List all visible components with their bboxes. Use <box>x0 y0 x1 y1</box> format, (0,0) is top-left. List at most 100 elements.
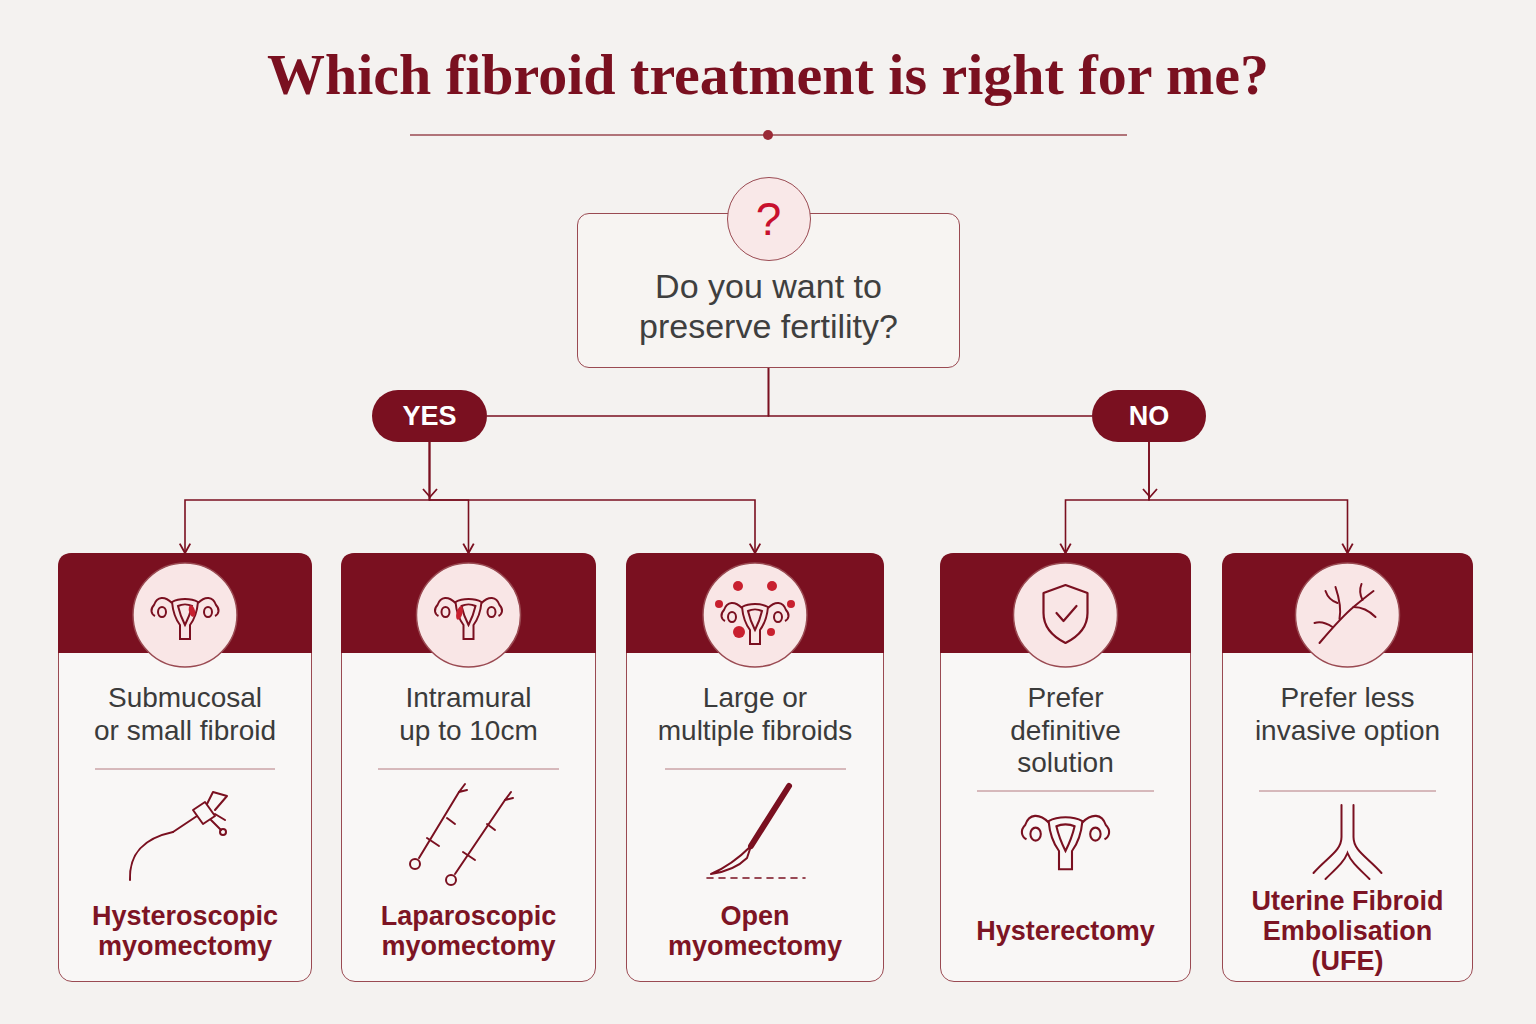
branch-label: NO <box>1092 390 1206 442</box>
incision-line <box>707 877 805 879</box>
fibroid-mark <box>455 605 464 620</box>
scope-port <box>220 829 226 835</box>
instrument-handle <box>446 875 456 885</box>
treatment-name: Laparoscopic myomectomy <box>359 901 579 961</box>
connector <box>430 442 469 553</box>
uterus-icon <box>715 581 795 644</box>
instrument-tip <box>459 784 467 792</box>
scope-tube <box>130 832 173 880</box>
vessel-branch <box>1315 622 1333 627</box>
treatment-name: Hysteroscopic myomectomy <box>75 901 295 961</box>
branch-arrowhead <box>423 489 437 497</box>
icon-circle <box>1296 563 1400 667</box>
treatment-card: Submucosal or small fibroidHysteroscopic… <box>58 553 312 982</box>
question-mark-badge: ? <box>727 177 811 261</box>
card-header-bands <box>58 553 1473 653</box>
connector-group <box>185 442 430 553</box>
connector-group <box>430 442 756 553</box>
artery-wall <box>1326 853 1370 879</box>
decision-box: ?Do you want to preserve fertility? <box>577 213 960 368</box>
fibroid-mark <box>733 626 745 638</box>
vessel-icon <box>1315 584 1376 643</box>
card-divider <box>95 769 275 770</box>
connector-group <box>1066 442 1150 553</box>
condition-text: Prefer less invasive option <box>1253 682 1443 747</box>
scope-ports <box>211 814 225 830</box>
fibroid-mark <box>715 600 723 608</box>
card-divider <box>378 769 559 770</box>
card-divider <box>977 791 1154 792</box>
instrument-shaft <box>455 800 505 874</box>
uterus-outline <box>435 598 502 639</box>
card-header-band <box>58 553 312 653</box>
decision-question: Do you want to preserve fertility? <box>624 266 914 346</box>
connector-group <box>487 368 769 416</box>
laparoscopic-instruments-illustration <box>410 784 513 885</box>
fibroid-mark <box>767 581 777 591</box>
treatment-name: Open myomectomy <box>645 901 865 961</box>
title-rule <box>410 134 1127 136</box>
title-rule-dot <box>763 130 773 140</box>
instrument-crossbar <box>427 818 455 846</box>
uterus-icon <box>151 598 218 639</box>
connector-group <box>430 442 469 553</box>
connector-group <box>1149 442 1348 553</box>
artery-illustration <box>1314 805 1382 879</box>
artery-wall <box>1314 805 1342 873</box>
card-dividers <box>95 769 1436 791</box>
icon-circle <box>133 563 237 667</box>
card-divider <box>1259 791 1436 792</box>
shield-outline <box>1044 585 1088 643</box>
uterus-outline <box>721 603 788 644</box>
icon-circles <box>133 563 1400 667</box>
diagram-title: Which fibroid treatment is right for me? <box>0 46 1536 104</box>
uterus-illustration <box>1022 816 1109 869</box>
treatment-name: Uterine Fibroid Embolisation (UFE) <box>1238 886 1458 976</box>
connector <box>430 442 756 553</box>
branch-pill: NO <box>1092 390 1206 442</box>
instrument-tip <box>505 792 513 800</box>
fibroid-mark <box>787 600 795 608</box>
connector <box>487 368 769 416</box>
scalpel-illustration <box>707 786 805 878</box>
condition-text: Large or multiple fibroids <box>655 682 855 747</box>
vessel-branch <box>1326 591 1338 603</box>
hysteroscope-illustration <box>130 792 227 880</box>
connector <box>1149 442 1348 553</box>
treatment-card: Large or multiple fibroidsOpen myomectom… <box>626 553 884 982</box>
condition-text: Prefer definitive solution <box>991 682 1141 780</box>
artery-wall <box>1354 805 1382 873</box>
scalpel-blade <box>711 846 751 874</box>
treatment-card: Prefer definitive solutionHysterectomy <box>940 553 1191 982</box>
connector-group <box>769 368 1093 416</box>
uterus-outline <box>1022 816 1109 869</box>
treatment-name: Hysterectomy <box>956 916 1176 946</box>
uterus-icon <box>435 598 502 639</box>
card-header-band <box>341 553 596 653</box>
card-divider <box>665 769 846 770</box>
scope-eyepiece <box>207 792 227 810</box>
vessel-branch <box>1354 607 1376 617</box>
shield-check <box>1057 606 1077 621</box>
vessel-branch <box>1360 584 1362 600</box>
shield-icon <box>1044 585 1088 643</box>
connector <box>1066 442 1150 553</box>
connector <box>185 442 430 553</box>
branch-label: YES <box>372 390 487 442</box>
branch-arrowhead <box>1143 489 1157 497</box>
card-header-band <box>1222 553 1473 653</box>
branch-pill: YES <box>372 390 487 442</box>
vessel-branch <box>1336 587 1341 619</box>
uterus-outline <box>151 598 218 639</box>
condition-text: Submucosal or small fibroid <box>93 682 277 747</box>
icon-circle <box>703 563 807 667</box>
card-header-band <box>940 553 1191 653</box>
vessel-branch <box>1320 591 1374 643</box>
card-header-band <box>626 553 884 653</box>
fibroid-mark <box>733 581 743 591</box>
treatment-card: Intramural up to 10cmLaparoscopic myomec… <box>341 553 596 982</box>
scope-body <box>193 802 215 824</box>
connector <box>769 368 1093 416</box>
condition-text: Intramural up to 10cm <box>394 682 544 747</box>
